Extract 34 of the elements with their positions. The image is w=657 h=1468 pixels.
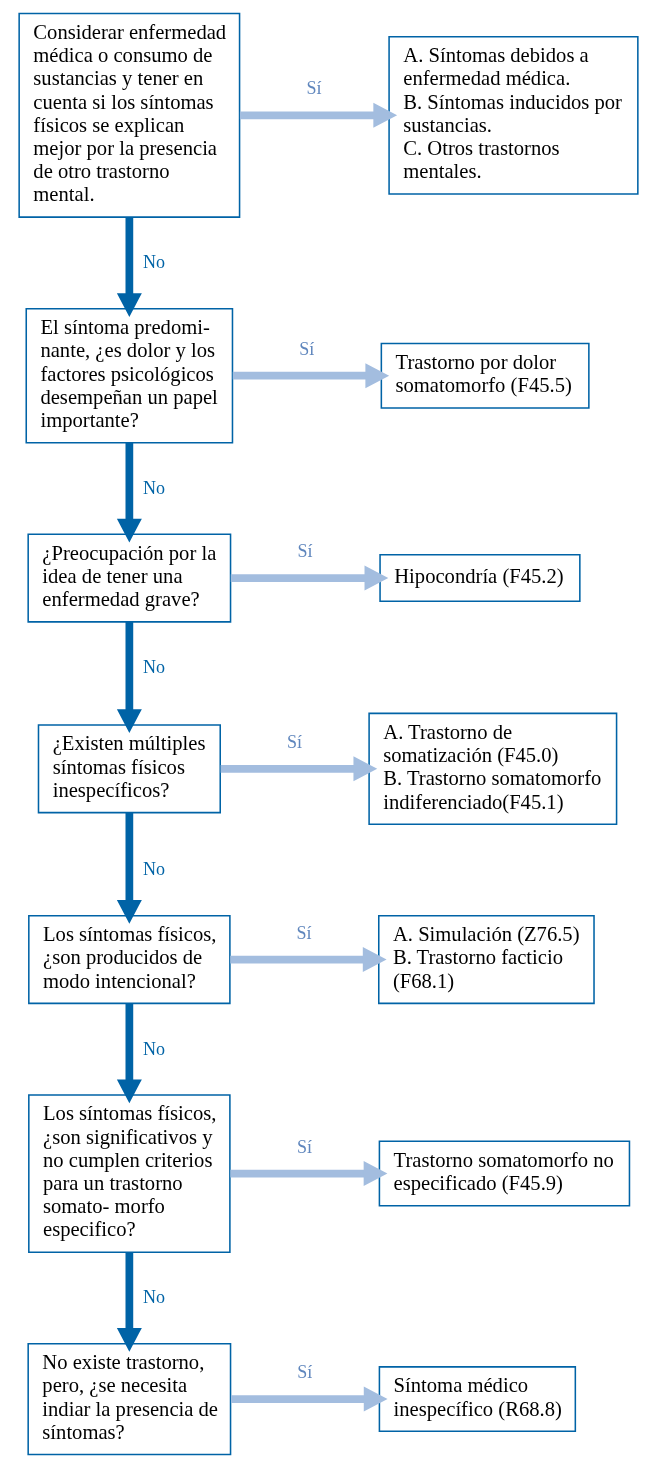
arrow <box>116 1003 142 1104</box>
node-box: A. Trastorno de somatización (F45.0) B. Trastorno somatomorfo indiferenciado(F45.1) <box>368 712 618 825</box>
node-box: Los síntomas físicos, ¿son producidos de modo intencional? <box>28 914 231 1005</box>
node-box: Considerar enfermedad médica o consumo de sustancias y tener en cuenta si los síntomas físicos se explican mejor por la presencia de otro trastorno mental. <box>18 12 241 218</box>
node-box: A. Síntomas debidos a enfermedad médica. B. Síntomas inducidos por sustancias. C. Otros trastornos mentales. <box>388 35 639 195</box>
edge-label: Sí <box>297 541 313 562</box>
arrow <box>116 1252 142 1352</box>
arrow <box>230 1386 388 1412</box>
node-box: El síntoma predomi- nante, ¿es dolor y los factores psicológicos desempeñan un papel importante? <box>25 307 234 444</box>
node-box: ¿Preocupación por la idea de tener una enfermedad grave? <box>27 533 232 623</box>
edge-label: Sí <box>296 1136 312 1157</box>
node-box: Trastorno somatomorfo no especificado (F45.9) <box>378 1140 631 1207</box>
edge-label: No <box>142 657 165 678</box>
edge-label: Sí <box>286 731 302 752</box>
edge-label: No <box>142 477 165 498</box>
node-box: No existe trastorno, pero, ¿se necesita indiar la presencia de síntomas? <box>27 1342 232 1456</box>
edge-label: No <box>142 1038 165 1059</box>
node-box: Trastorno por dolor somatomorfo (F45.5) <box>380 342 590 409</box>
edge-label: Sí <box>299 338 315 359</box>
node-box: ¿Existen múltiples síntomas físicos inespecíficos? <box>37 724 221 814</box>
edge-label: Sí <box>296 922 312 943</box>
node-box: Hipocondría (F45.2) <box>379 554 581 602</box>
node-box: Síntoma médico inespecífico (R68.8) <box>378 1366 577 1433</box>
node-box: Los síntomas físicos, ¿son significativos y no cumplen criterios para un trastorno somato- morfo especifico? <box>28 1094 231 1253</box>
arrow <box>116 217 142 317</box>
edge-label: Sí <box>297 1362 313 1383</box>
edge-label: Sí <box>306 78 322 99</box>
edge-label: No <box>142 252 165 273</box>
arrow <box>116 442 142 543</box>
node-box: A. Simulación (Z76.5) B. Trastorno facticio (F68.1) <box>378 914 595 1005</box>
arrow <box>239 102 398 128</box>
edge-label: No <box>142 859 165 880</box>
edge-label: No <box>142 1287 165 1308</box>
arrow <box>116 812 142 924</box>
